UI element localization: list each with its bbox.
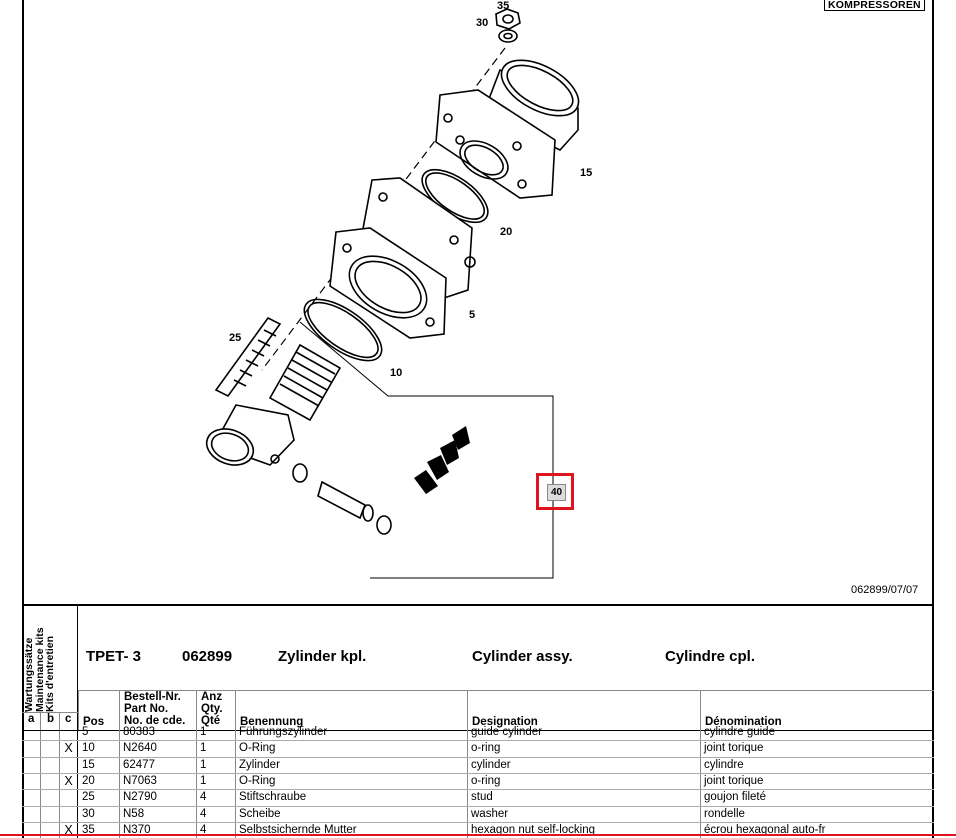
pos-cell: 15 (82, 758, 95, 771)
kit-c-mark: X (64, 741, 73, 756)
benennung-cell: Scheibe (239, 807, 281, 820)
qty-cell: 4 (200, 823, 207, 836)
callout-5: 5 (469, 309, 476, 321)
kit-c-mark (59, 806, 78, 822)
pos-cell: 20 (82, 774, 95, 787)
designation-cell: guide cylinder (471, 726, 542, 738)
part-no-cell: N58 (123, 807, 145, 820)
part-no-cell: N2790 (123, 791, 157, 804)
denomination-cell: cylindre (704, 758, 744, 771)
denomination-cell: rondelle (704, 807, 745, 820)
designation-cell: stud (471, 791, 493, 804)
benennung-cell: O-Ring (239, 742, 276, 755)
title-de: Zylinder kpl. (278, 648, 367, 665)
kit-c-mark: X (64, 773, 73, 788)
table-row: 25 N2790 4 Stiftschraube stud goujon fileté (22, 789, 934, 805)
callout-30: 30 (476, 17, 489, 29)
denomination-cell: goujon fileté (704, 791, 767, 804)
kit-a-label: a (28, 713, 35, 725)
benennung-cell: Zylinder (239, 758, 280, 771)
table-row: X 35 N370 4 Selbstsichernde Mutter hexagon nu… (22, 822, 934, 838)
part-no-cell: N2640 (123, 742, 157, 755)
qty-cell: 1 (200, 774, 207, 787)
title-row: TPET- 3 062899 Zylinder kpl. Cylinder as… (78, 606, 934, 691)
kit-c-label: c (65, 713, 72, 725)
callout-10: 10 (390, 367, 403, 379)
callout-15: 15 (580, 167, 593, 179)
guide-cylinder-part-5 (329, 177, 476, 339)
kit-c-mark (59, 757, 78, 773)
denomination-cell: joint torique (704, 774, 764, 787)
denomination-cell: cylindre guide (704, 726, 775, 738)
title-en: Cylinder assy. (472, 648, 573, 665)
pos-cell: 5 (82, 726, 89, 738)
benennung-cell: O-Ring (239, 774, 276, 787)
title-fr: Cylindre cpl. (665, 648, 756, 665)
callout-35: 35 (497, 0, 510, 12)
qty-cell: 1 (200, 758, 207, 771)
kits-heading-de: Wartungssätze (23, 637, 35, 712)
designation-cell: washer (471, 807, 509, 820)
designation-cell: hexagon nut self-locking (471, 823, 596, 836)
part-no-cell: 80383 (123, 726, 155, 738)
part-no-cell: 62477 (123, 758, 155, 771)
pos-cell: 30 (82, 807, 95, 820)
qty-cell: 1 (200, 726, 207, 738)
page-edge-bar (0, 834, 956, 836)
part-no-cell: N370 (123, 823, 151, 836)
table-row: 5 80383 1 Führungszylinder guide cylinder cyl… (22, 724, 934, 740)
kits-heading-fr: Kits d'entretien (44, 635, 56, 712)
benennung-cell: Führungszylinder (239, 726, 328, 738)
kit-c-mark (59, 724, 78, 740)
designation-cell: o-ring (471, 774, 501, 787)
header-pos: Pos (78, 690, 119, 730)
exploded-view-drawing (205, 8, 580, 579)
pos-cell: 10 (82, 742, 95, 755)
pos-cell: 25 (82, 791, 95, 804)
qty-cell: 4 (200, 791, 207, 804)
designation-cell: o-ring (471, 742, 501, 755)
kit-b-label: b (47, 713, 55, 725)
maintenance-kits-column: Wartungssätze Maintenance kits Kits d'en… (22, 606, 78, 838)
benennung-cell: Selbstsichernde Mutter (239, 823, 357, 836)
denomination-cell: joint torique (704, 742, 764, 755)
qty-cell: 4 (200, 807, 207, 820)
kit-reference-label: 40 (547, 484, 566, 501)
benennung-cell: Stiftschraube (239, 791, 307, 804)
pos-cell: 35 (82, 823, 95, 836)
qty-cell: 1 (200, 742, 207, 755)
document-reference: 062899/07/07 (851, 584, 919, 596)
kit-c-mark: X (64, 822, 73, 837)
table-row: 15 62477 1 Zylinder cylinder cylindre (22, 757, 934, 773)
table-row: 30 N58 4 Scheibe washer rondelle (22, 806, 934, 822)
model-title: TPET- 3 (86, 648, 142, 665)
category-tag: KOMPRESSOREN (824, 0, 925, 11)
cylinder-part-15 (435, 59, 580, 199)
assembly-number: 062899 (182, 648, 233, 665)
parts-sheet (22, 0, 934, 838)
kits-heading: Wartungssätze Maintenance kits Kits d'en… (23, 627, 56, 712)
callout-25: 25 (229, 332, 242, 344)
part-no-cell: N7063 (123, 774, 157, 787)
denomination-cell: écrou hexagonal auto-fr (704, 823, 826, 836)
callout-20: 20 (500, 226, 513, 238)
designation-cell: cylinder (471, 758, 511, 771)
table-row: X 10 N2640 1 O-Ring o-ring joint torique (22, 740, 934, 756)
kit-c-mark (59, 789, 78, 805)
table-row: X 20 N7063 1 O-Ring o-ring joint torique (22, 773, 934, 789)
kit-reference-highlight[interactable]: 40 (536, 473, 574, 510)
parts-table: Wartungssätze Maintenance kits Kits d'en… (22, 604, 934, 838)
